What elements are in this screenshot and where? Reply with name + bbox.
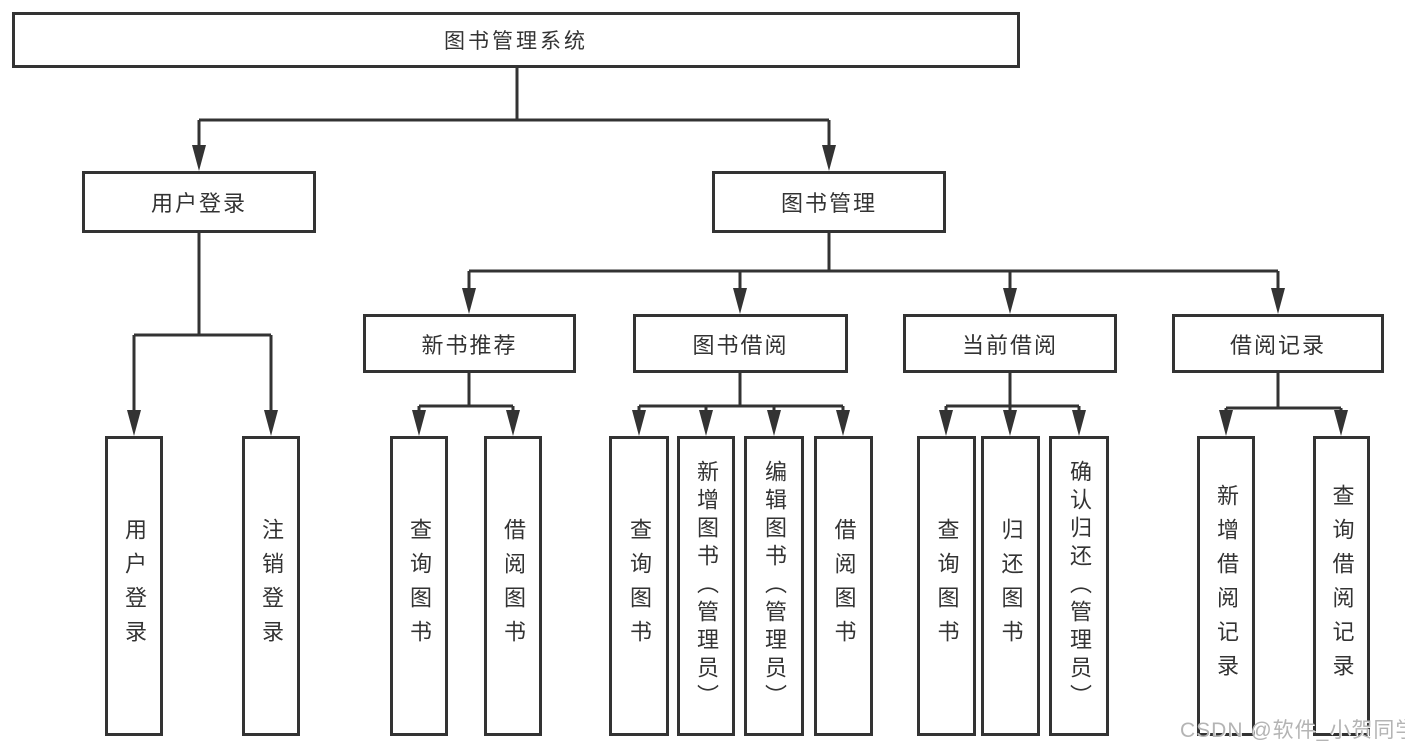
- leaf-query-books: 查询图书: [609, 436, 669, 736]
- leaf-query-borrow-record-label: 查询借阅记录: [1329, 484, 1355, 688]
- leaf-confirm-return-admin-label: 确认归还（管理员）: [1067, 460, 1092, 712]
- leaf-return-book-label: 归还图书: [998, 518, 1024, 654]
- node-borrow-records: 借阅记录: [1172, 314, 1384, 373]
- leaf-edit-book-admin-label: 编辑图书（管理员）: [762, 460, 787, 712]
- leaf-query-books: 查询图书: [390, 436, 448, 736]
- node-user-login-label: 用户登录: [150, 191, 247, 216]
- node-new-book-recommend: 新书推荐: [363, 314, 576, 373]
- leaf-query-books-label: 查询图书: [627, 518, 652, 654]
- node-borrow-records-label: 借阅记录: [1229, 332, 1326, 358]
- leaf-query-books-label: 查询图书: [407, 518, 432, 654]
- leaf-add-book-admin-label: 新增图书（管理员）: [694, 460, 719, 712]
- leaf-edit-book-admin: 编辑图书（管理员）: [744, 436, 804, 736]
- leaf-return-book: 归还图书: [981, 436, 1040, 736]
- leaf-borrow-books-label: 借阅图书: [831, 518, 857, 654]
- node-new-book-recommend-label: 新书推荐: [421, 332, 518, 358]
- node-user-login: 用户登录: [82, 171, 316, 233]
- leaf-borrow-books: 借阅图书: [484, 436, 542, 736]
- csdn-watermark: CSDN @软件_小贺同学: [1180, 719, 1405, 742]
- leaf-borrow-books-label: 借阅图书: [501, 518, 526, 654]
- node-book-borrow-label: 图书借阅: [692, 332, 789, 358]
- leaf-add-book-admin: 新增图书（管理员）: [677, 436, 735, 736]
- leaf-logout-label: 注销登录: [259, 518, 284, 654]
- node-book-management: 图书管理: [712, 171, 946, 233]
- leaf-confirm-return-admin: 确认归还（管理员）: [1049, 436, 1109, 736]
- leaf-user-login-label: 用户登录: [122, 518, 147, 654]
- leaf-add-borrow-record-label: 新增借阅记录: [1214, 484, 1239, 688]
- leaf-query-borrow-record: 查询借阅记录: [1313, 436, 1370, 736]
- node-current-borrow-label: 当前借阅: [961, 332, 1058, 358]
- leaf-query-books-label: 查询图书: [934, 518, 960, 654]
- leaf-query-books: 查询图书: [917, 436, 976, 736]
- leaf-user-login: 用户登录: [105, 436, 163, 736]
- node-root-label: 图书管理系统: [444, 30, 588, 53]
- node-book-borrow: 图书借阅: [633, 314, 848, 373]
- node-root: 图书管理系统: [12, 12, 1020, 68]
- leaf-logout: 注销登录: [242, 436, 300, 736]
- node-book-management-label: 图书管理: [780, 191, 877, 216]
- leaf-borrow-books: 借阅图书: [814, 436, 873, 736]
- node-current-borrow: 当前借阅: [903, 314, 1117, 373]
- leaf-add-borrow-record: 新增借阅记录: [1197, 436, 1255, 736]
